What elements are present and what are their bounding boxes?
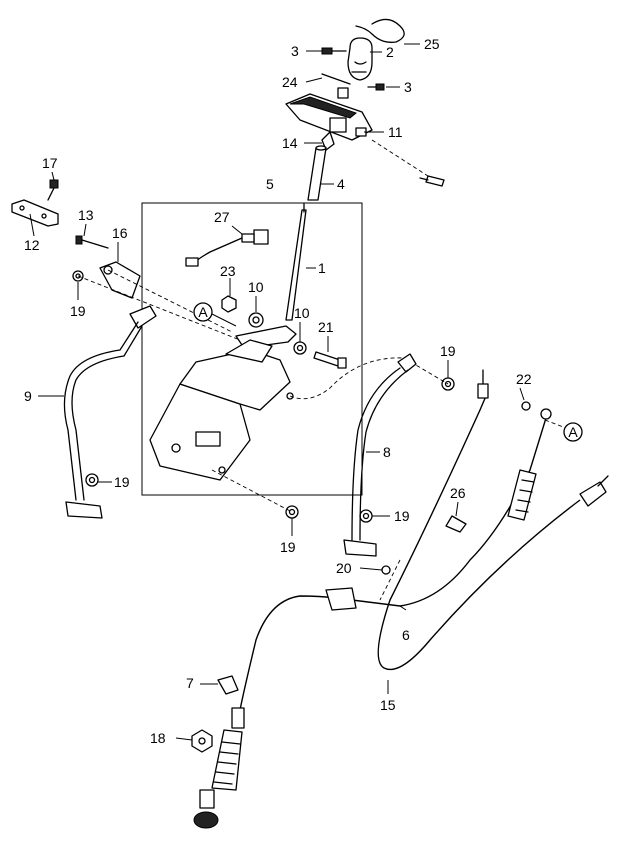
shift-lever-rod [285,203,307,321]
shift-base-housing [149,339,294,481]
pivot-bolt [313,351,347,369]
callout-12: 12 [24,237,40,253]
cable-15 [377,369,609,671]
knob-screw-left [321,47,347,55]
clip-26 [445,515,467,533]
bracket-9 [63,305,157,519]
callout-19-a: 19 [70,303,86,319]
callout-23: 23 [220,263,236,279]
callout-27: 27 [214,209,230,225]
callout-16: 16 [112,225,128,241]
nut-18 [191,729,213,753]
bolt-13 [75,235,109,249]
washer-22 [521,401,531,411]
callout-19-c: 19 [280,539,296,555]
panel-screw [419,175,445,187]
nut-19-b [85,473,99,487]
knob-button-spring [355,18,405,43]
callout-3-left: 3 [291,43,299,59]
shift-cable-main [239,565,391,711]
callout-22: 22 [516,371,532,387]
callout-21: 21 [318,319,334,335]
callout-7: 7 [186,675,194,691]
callout-24: 24 [282,74,298,90]
callout-3-right: 3 [404,79,412,95]
bushing-10-lower [293,341,307,355]
knob-clip [337,87,349,99]
callout-15: 15 [380,697,396,713]
callout-4: 4 [337,176,345,192]
indicator-panel [285,93,373,141]
callout-6: 6 [402,627,410,643]
callout-labels: 1 2 3 3 4 5 6 7 8 9 10 10 11 12 13 14 15… [24,36,532,746]
cable-end-boot [193,707,245,829]
clip-7 [217,675,239,695]
callout-14: 14 [282,135,298,151]
bracket-12 [11,199,59,227]
callout-leaders [29,43,525,741]
position-switch [185,229,269,267]
nut-16-left [103,265,113,275]
reference-mark-a-left-label: A [198,304,208,320]
cable-6 [351,408,552,607]
bolt-17 [47,179,59,201]
reference-mark-a-left: A [193,302,237,327]
callout-9: 9 [24,388,32,404]
bushing-10-upper [248,312,264,328]
callout-26: 26 [450,485,466,501]
assembly-group-box [141,202,363,496]
callout-18: 18 [150,730,166,746]
callout-20: 20 [336,560,352,576]
callout-11: 11 [388,124,403,140]
knob-screw-right [367,83,385,91]
bracket-8 [343,353,417,557]
callout-17: 17 [42,155,58,171]
callout-10-upper: 10 [248,279,264,295]
callout-8: 8 [383,444,391,460]
knob-pin [321,73,351,85]
reference-mark-a-right: A [563,422,583,442]
bushing-23 [221,295,237,313]
lever-sleeve [307,145,327,201]
callout-2: 2 [386,44,394,60]
reference-mark-a-right-label: A [568,424,578,440]
callout-13: 13 [78,207,94,223]
callout-19-b: 19 [114,474,130,490]
callout-5: 5 [266,176,274,192]
shift-knob [347,37,373,81]
callout-1: 1 [318,260,326,276]
callout-19-e: 19 [394,508,410,524]
callout-19-d: 19 [440,343,456,359]
nut-19-c [285,505,299,519]
callout-25: 25 [424,36,440,52]
callout-10-lower: 10 [294,305,310,321]
nut-19-e [359,509,373,523]
